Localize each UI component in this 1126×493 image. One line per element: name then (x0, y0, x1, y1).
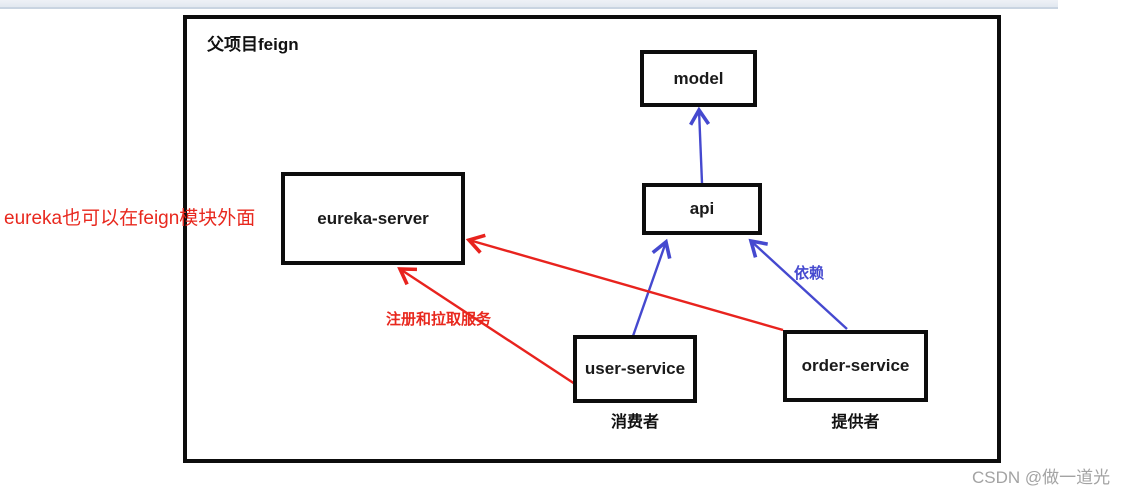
node-user-service: user-service (573, 335, 697, 403)
node-model-label: model (673, 68, 724, 88)
node-api-label: api (689, 199, 715, 218)
node-eureka-server-label: eureka-server (317, 208, 429, 228)
node-order-service: order-service (783, 330, 928, 402)
caption-provider: 提供者 (831, 414, 880, 431)
node-eureka-server: eureka-server (281, 172, 465, 265)
node-model: model (640, 50, 757, 107)
edge-label-depend: 依赖 (794, 265, 825, 282)
annotation-eureka-outside: eureka也可以在feign模块外面 (4, 208, 256, 229)
top-window-bar (0, 0, 1058, 9)
caption-consumer: 消费者 (610, 414, 659, 431)
node-user-service-label: user-service (584, 359, 686, 378)
watermark-csdn: CSDN @做一道光 (972, 468, 1111, 487)
parent-project-title: 父项目feign (207, 35, 299, 54)
edge-label-register-pull: 注册和拉取服务 (386, 311, 492, 328)
node-api: api (642, 183, 762, 235)
node-order-service-label: order-service (801, 356, 910, 375)
